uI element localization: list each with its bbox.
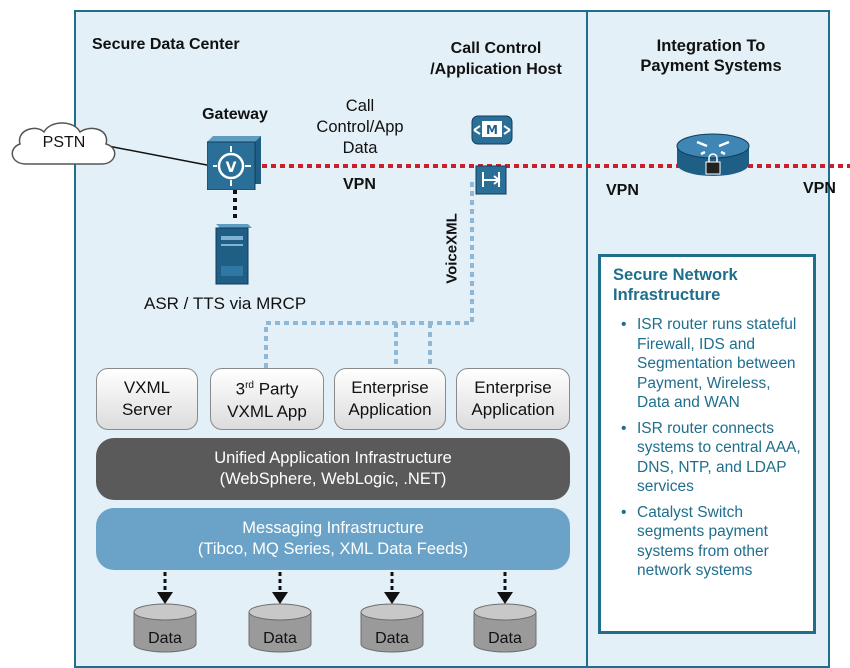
- svg-text:V: V: [226, 160, 237, 176]
- database-icon: [248, 603, 312, 653]
- data-label-4: Data: [488, 630, 522, 647]
- enterprise-app-label-2: Enterprise Application: [471, 378, 555, 419]
- asr-server-icon: [215, 224, 252, 285]
- vpn-label-center: VPN: [343, 176, 376, 193]
- enterprise-app-label-1: Enterprise Application: [348, 378, 432, 419]
- secure-network-infobox: Secure Network Infrastructure •ISR route…: [598, 254, 816, 634]
- secure-network-bullet: •ISR router runs stateful Firewall, IDS …: [621, 316, 797, 411]
- enterprise-app-box-1: Enterprise Application: [334, 368, 446, 430]
- voicexml-link: [264, 182, 474, 370]
- database-icon: [473, 603, 537, 653]
- unified-title: Unified Application Infrastructure: [214, 449, 452, 467]
- data-label-2: Data: [263, 630, 297, 647]
- pstn-gateway-line: [107, 145, 213, 167]
- third-party-line2: VXML App: [227, 401, 307, 421]
- pstn-cloud-icon: [11, 122, 116, 165]
- switch-icon: [475, 165, 507, 195]
- gateway-label: Gateway: [202, 106, 268, 123]
- vpn-label-left: VPN: [606, 182, 639, 199]
- messaging-infrastructure-bar: Messaging Infrastructure (Tibco, MQ Seri…: [96, 508, 570, 570]
- data-arrow: [272, 572, 288, 604]
- call-manager-icon: M: [471, 115, 513, 145]
- enterprise-app-box-2: Enterprise Application: [456, 368, 570, 430]
- vxml-server-box: VXML Server: [96, 368, 198, 430]
- secure-network-bullet: •Catalyst Switch segments payment system…: [621, 503, 769, 580]
- data-label-1: Data: [148, 630, 182, 647]
- vpn-label-right: VPN: [803, 180, 836, 197]
- vxml-server-label: VXML Server: [121, 378, 173, 419]
- asr-label: ASR / TTS via MRCP: [144, 294, 307, 313]
- unified-app-infrastructure-bar: Unified Application Infrastructure (WebS…: [96, 438, 570, 500]
- pstn-label: PSTN: [42, 134, 86, 151]
- messaging-title: Messaging Infrastructure: [242, 519, 424, 537]
- secure-network-title: Secure Network Infrastructure: [613, 266, 738, 304]
- isr-router-icon: [676, 133, 750, 176]
- data-arrow: [157, 572, 173, 604]
- secure-data-center-title: Secure Data Center: [92, 36, 240, 53]
- messaging-detail: (Tibco, MQ Series, XML Data Feeds): [197, 540, 469, 558]
- database-icon: [133, 603, 197, 653]
- secure-network-bullets: •ISR router runs stateful Firewall, IDS …: [613, 315, 803, 581]
- data-label-3: Data: [375, 630, 409, 647]
- call-control-host-label: Call Control /Application Host: [430, 40, 562, 78]
- third-party-line1: 3rd Party: [235, 379, 299, 399]
- database-icon: [360, 603, 424, 653]
- data-arrow: [384, 572, 400, 604]
- unified-detail: (WebSphere, WebLogic, .NET): [219, 470, 447, 488]
- data-arrows: [157, 572, 513, 604]
- call-control-data-label: Call Control/App Data: [316, 97, 404, 157]
- svg-text:M: M: [486, 123, 498, 137]
- third-party-vxml-box: 3rd Party VXML App: [210, 368, 324, 430]
- data-arrow: [497, 572, 513, 604]
- gateway-icon: V: [207, 136, 261, 190]
- secure-network-bullet: •ISR router connects systems to central …: [621, 419, 801, 496]
- integration-title: Integration To Payment Systems: [640, 37, 782, 75]
